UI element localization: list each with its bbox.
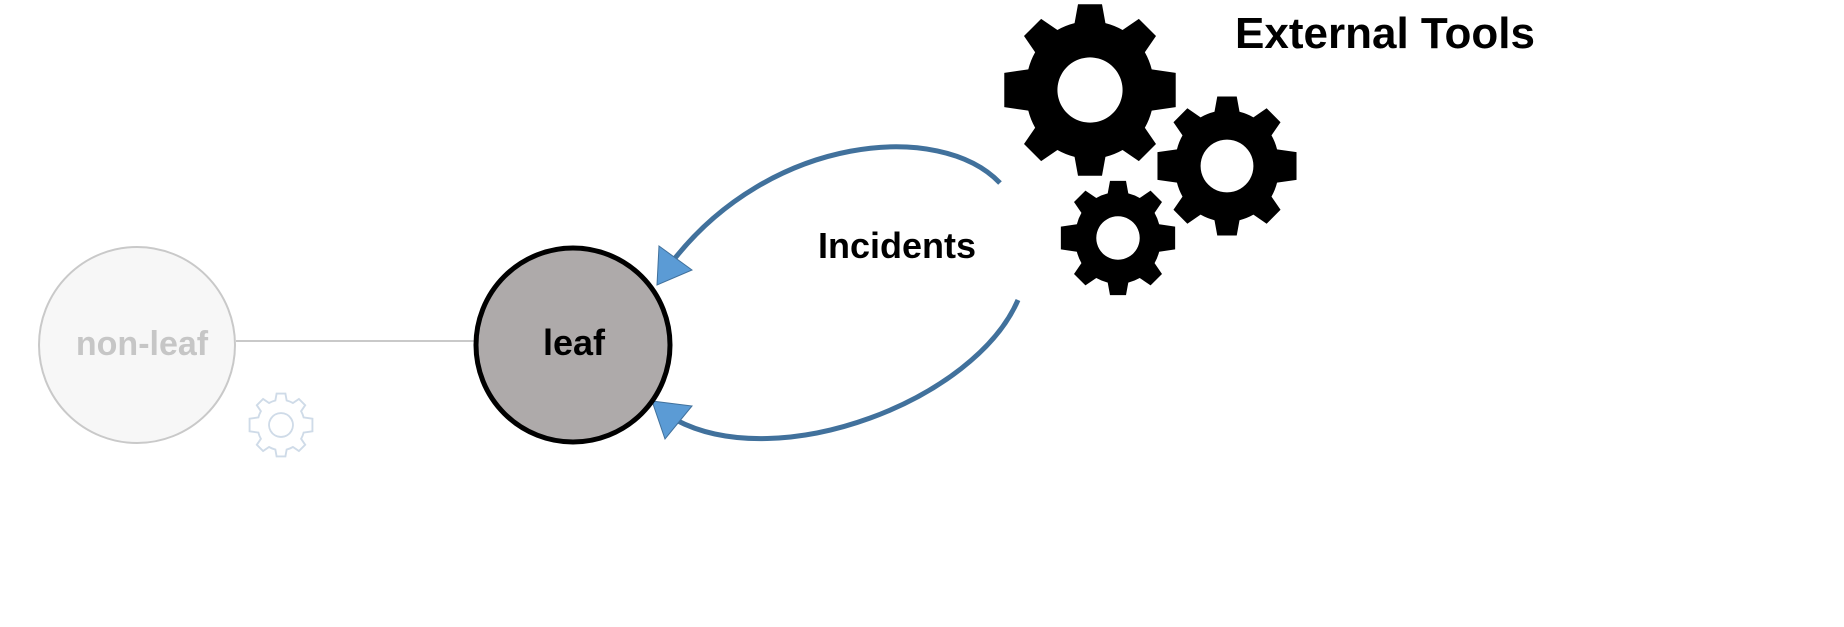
incidents-arrow-lower [674, 299, 1021, 442]
incidents-arrow-upper [670, 144, 1002, 264]
non-leaf-node[interactable]: non-leaf [38, 246, 236, 444]
leaf-label: leaf [543, 322, 606, 363]
arrow-head-lower [651, 400, 693, 441]
external-tools-title: External Tools [1235, 9, 1535, 58]
gear-icon [248, 392, 314, 458]
leaf-node[interactable]: leaf [473, 245, 673, 445]
non-leaf-label: non-leaf [76, 325, 209, 363]
arrow-head-upper [656, 245, 694, 286]
incidents-label: Incidents [818, 225, 976, 266]
